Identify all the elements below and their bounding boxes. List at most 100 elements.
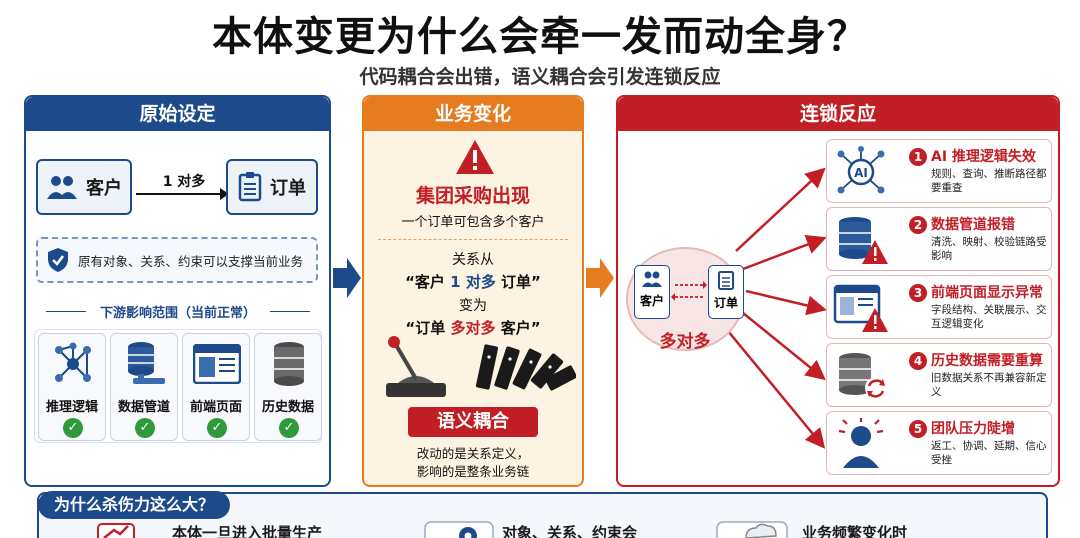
impact-number: 1 — [909, 148, 927, 166]
tag-desc-1: 改动的是关系定义， — [416, 446, 530, 461]
panel-original-header: 原始设定 — [26, 97, 329, 131]
database-warning-icon — [839, 217, 888, 264]
tag-desc-2: 影响的是整条业务链 — [416, 464, 530, 479]
network-icon — [55, 342, 91, 382]
browser-warning-icon — [833, 284, 888, 332]
check-icon: ✓ — [135, 418, 155, 438]
impact-desc: 返工、协调、延期、信心受挫 — [931, 440, 1047, 466]
module-label: 推理逻辑 — [45, 400, 98, 415]
cloud-icon — [716, 521, 788, 538]
chain-order-label: 订单 — [713, 296, 738, 310]
trend-up-icon — [97, 523, 135, 538]
order-document-icon — [718, 271, 734, 290]
flow-arrow-icon — [586, 258, 614, 298]
change-line-4-b: 多对多 — [450, 319, 496, 337]
change-line-2-a: “客户 — [405, 273, 451, 291]
event-title: 集团采购出现 — [415, 185, 530, 207]
impact-desc: 旧数据关系不再兼容新定义 — [931, 372, 1047, 398]
chain-arrows — [727, 167, 827, 449]
page-title: 本体变更为什么会牵一发而动全身？ — [212, 14, 868, 60]
chain-customer-label: 客户 — [639, 294, 664, 308]
bidirectional-arrows-icon — [671, 281, 707, 301]
database-icon — [274, 342, 304, 386]
impact-title: AI 推理逻辑失效 — [931, 149, 1036, 165]
impact-number: 2 — [909, 216, 927, 234]
check-icon: ✓ — [207, 418, 227, 438]
chain-order-box: 订单 — [708, 265, 744, 319]
change-line-4-a: “订单 — [405, 319, 451, 337]
why-item-1: 本体一旦进入批量生产 — [172, 524, 323, 538]
impact-title: 前端页面显示异常 — [931, 285, 1043, 301]
panel-change-header: 业务变化 — [364, 97, 582, 131]
impact-card-1: AI 1 AI 推理逻辑失效 规则、查询、推断路径都要重查 — [826, 139, 1052, 203]
why-item-2: 对象、关系、约束会 — [502, 524, 638, 538]
impact-desc: 规则、查询、推断路径都要重查 — [931, 168, 1047, 194]
change-line-2-c: 订单” — [495, 273, 541, 291]
change-line-2: “客户 1 对多 订单” — [364, 271, 582, 292]
check-icon: ✓ — [279, 418, 299, 438]
order-entity-box: 订单 — [226, 159, 318, 215]
chain-customer-box: 客户 — [634, 265, 670, 319]
impact-number: 4 — [909, 352, 927, 370]
change-line-1: 关系从 — [452, 252, 494, 268]
module-label: 前端页面 — [189, 400, 242, 415]
customers-icon — [47, 176, 77, 199]
check-icon: ✓ — [63, 418, 83, 438]
browser-icon — [193, 344, 241, 384]
event-desc: 一个订单可包含多个客户 — [401, 215, 545, 230]
downstream-label: 下游影响范围（当前正常） — [99, 306, 256, 321]
customer-label: 客户 — [86, 178, 122, 199]
customers-icon — [642, 271, 662, 287]
divider-right — [270, 311, 310, 312]
impact-card-3: 3 前端页面显示异常 字段结构、关联展示、交互逻辑变化 — [826, 275, 1052, 339]
impact-title: 团队压力陡增 — [931, 421, 1015, 437]
lever-dominoes-icon — [386, 336, 576, 397]
order-document-icon — [238, 172, 262, 202]
change-line-4-c: 客户” — [495, 319, 541, 337]
impact-title: 历史数据需要重算 — [931, 353, 1043, 369]
svg-text:AI: AI — [854, 166, 868, 180]
database-pipe-icon — [128, 342, 165, 384]
impact-card-5: 5 团队压力陡增 返工、协调、延期、信心受挫 — [826, 411, 1052, 475]
order-label: 订单 — [270, 178, 306, 199]
semantic-coupling-tag: 语义耦合 — [408, 407, 538, 437]
why-heading: 为什么杀伤力这么大？ — [38, 491, 231, 519]
impact-desc: 字段结构、关联展示、交互逻辑变化 — [931, 304, 1047, 330]
impact-card-2: 2 数据管道报错 清洗、映射、校验链路受影响 — [826, 207, 1052, 271]
warning-icon — [456, 140, 494, 174]
gear-icon — [424, 521, 494, 538]
panel-original: 原始设定 客户 1 对多 订单 — [24, 95, 331, 487]
change-line-3: 变为 — [459, 298, 487, 314]
page-subtitle: 代码耦合会出错，语义耦合会引发连锁反应 — [359, 66, 721, 88]
impact-number: 3 — [909, 284, 927, 302]
module-frontend: 前端页面 ✓ — [182, 333, 250, 441]
module-history: 历史数据 ✓ — [254, 333, 322, 441]
shield-check-icon — [48, 248, 68, 272]
relation-label: 1 对多 — [162, 174, 206, 190]
support-text: 原有对象、关系、约束可以支撑当前业务 — [78, 253, 304, 269]
chain-relation-label: 多对多 — [659, 332, 711, 352]
panel-chain: 连锁反应 客户 — [616, 95, 1060, 487]
module-label: 数据管道 — [117, 400, 170, 415]
customer-entity-box: 客户 — [36, 159, 132, 215]
stressed-person-icon — [838, 418, 884, 468]
module-inference: 推理逻辑 ✓ — [38, 333, 106, 441]
support-note: 原有对象、关系、约束可以支撑当前业务 — [36, 237, 318, 283]
module-pipeline: 数据管道 ✓ — [110, 333, 178, 441]
ai-network-icon: AI — [837, 146, 885, 194]
impact-card-4: 4 历史数据需要重算 旧数据关系不再兼容新定义 — [826, 343, 1052, 407]
panel-change: 业务变化 集团采购出现 一个订单可包含多个客户 关系从 “客户 1 对多 订单”… — [362, 95, 584, 487]
panel-chain-header: 连锁反应 — [618, 97, 1058, 131]
module-label: 历史数据 — [261, 400, 314, 415]
flow-arrow-icon — [333, 258, 361, 298]
change-line-4: “订单 多对多 客户” — [364, 317, 582, 338]
change-line-2-b: 1 对多 — [450, 273, 496, 291]
database-refresh-icon — [839, 353, 887, 399]
divider — [378, 239, 568, 240]
impact-desc: 清洗、映射、校验链路受影响 — [931, 236, 1047, 262]
impact-number: 5 — [909, 420, 927, 438]
impact-title: 数据管道报错 — [931, 217, 1015, 233]
why-item-3: 业务频繁变化时 — [802, 524, 908, 538]
divider-left — [46, 311, 86, 312]
